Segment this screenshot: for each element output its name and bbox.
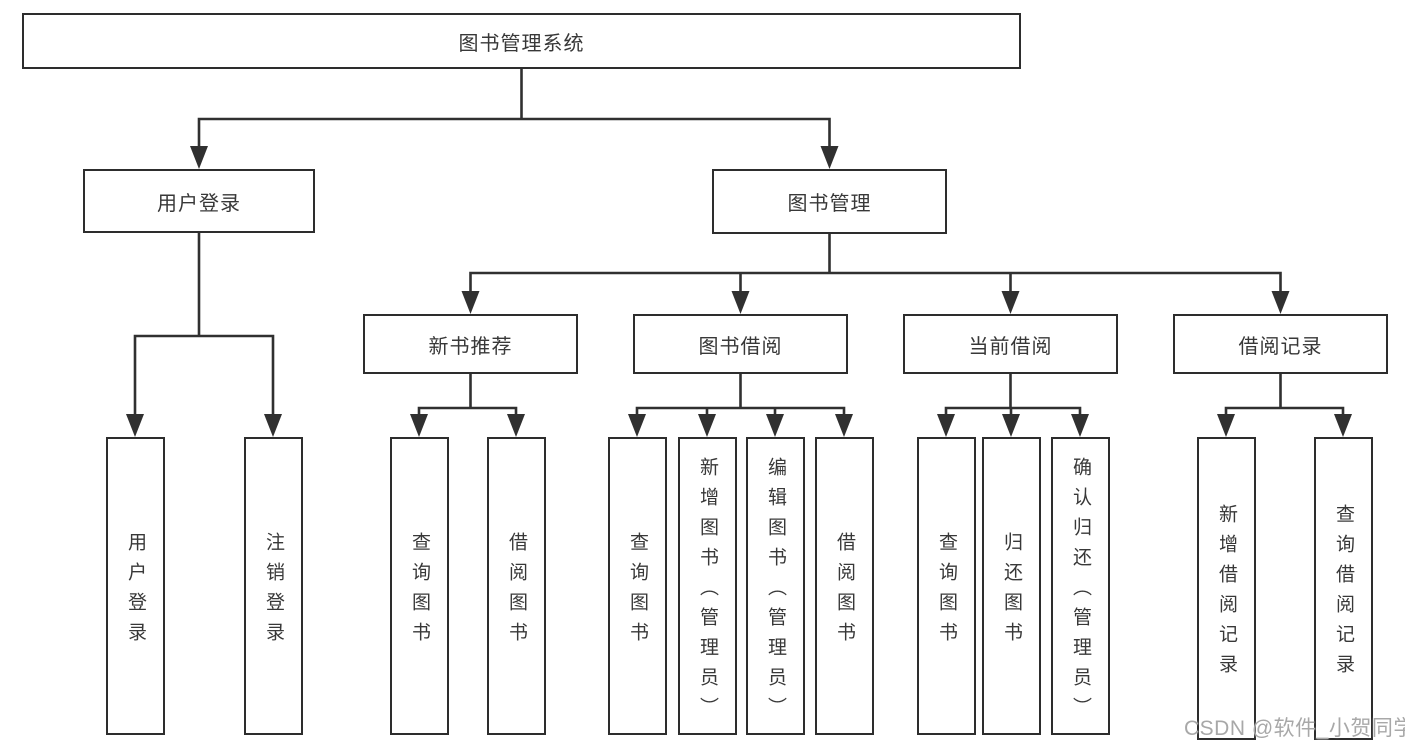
leaf-query-books: 查询图书: [608, 437, 667, 735]
arrow-down-icon: [1071, 414, 1089, 437]
csdn-watermark: CSDN @软件_小贺同学: [1184, 717, 1405, 740]
arrow-down-icon: [1001, 291, 1020, 314]
arrow-down-icon: [820, 146, 839, 169]
leaf-borrow-books: 借阅图书: [487, 437, 546, 735]
node-new-book-recommend: 新书推荐: [363, 314, 578, 374]
arrow-down-icon: [1002, 414, 1020, 437]
node-book-management-system: 图书管理系统: [22, 13, 1021, 69]
leaf-add-book-admin: 新增图书（管理员）: [678, 437, 737, 735]
node-current-borrowing: 当前借阅: [903, 314, 1118, 374]
node-book-management: 图书管理: [712, 169, 947, 234]
leaf-return-book: 归还图书: [982, 437, 1041, 735]
leaf-query-borrow-record: 查询借阅记录: [1314, 437, 1373, 740]
connector-new-book-recommend-to-leaves: [417, 373, 518, 420]
connector-root-to-level2: [197, 68, 831, 150]
leaf-confirm-return-admin: 确认归还（管理员）: [1051, 437, 1110, 735]
node-borrowing-records: 借阅记录: [1173, 314, 1388, 374]
arrow-down-icon: [731, 291, 750, 314]
leaf-query-books: 查询图书: [917, 437, 976, 735]
arrow-down-icon: [126, 414, 144, 437]
arrow-down-icon: [628, 414, 646, 437]
connector-current-borrowing-to-leaves: [944, 373, 1082, 420]
leaf-query-books: 查询图书: [390, 437, 449, 735]
leaf-borrow-books: 借阅图书: [815, 437, 874, 735]
connector-book-borrowing-to-leaves: [635, 373, 846, 420]
arrow-down-icon: [461, 291, 480, 314]
leaf-logout: 注销登录: [244, 437, 303, 735]
arrow-down-icon: [1271, 291, 1290, 314]
arrow-down-icon: [937, 414, 955, 437]
leaf-user-login: 用户登录: [106, 437, 165, 735]
connector-book-management-to-level3: [469, 232, 1282, 296]
arrow-down-icon: [264, 414, 282, 437]
arrow-down-icon: [835, 414, 853, 437]
connector-user-login-to-leaves: [133, 233, 275, 420]
node-user-login: 用户登录: [83, 169, 315, 233]
arrow-down-icon: [1334, 414, 1352, 437]
connector-borrowing-records-to-leaves: [1224, 373, 1345, 420]
arrow-down-icon: [766, 414, 784, 437]
node-book-borrowing: 图书借阅: [633, 314, 848, 374]
arrow-down-icon: [1217, 414, 1235, 437]
arrow-down-icon: [698, 414, 716, 437]
arrow-down-icon: [190, 146, 208, 169]
arrow-down-icon: [410, 414, 428, 437]
leaf-add-borrow-record: 新增借阅记录: [1197, 437, 1256, 740]
arrow-down-icon: [507, 414, 525, 437]
leaf-edit-book-admin: 编辑图书（管理员）: [746, 437, 805, 735]
